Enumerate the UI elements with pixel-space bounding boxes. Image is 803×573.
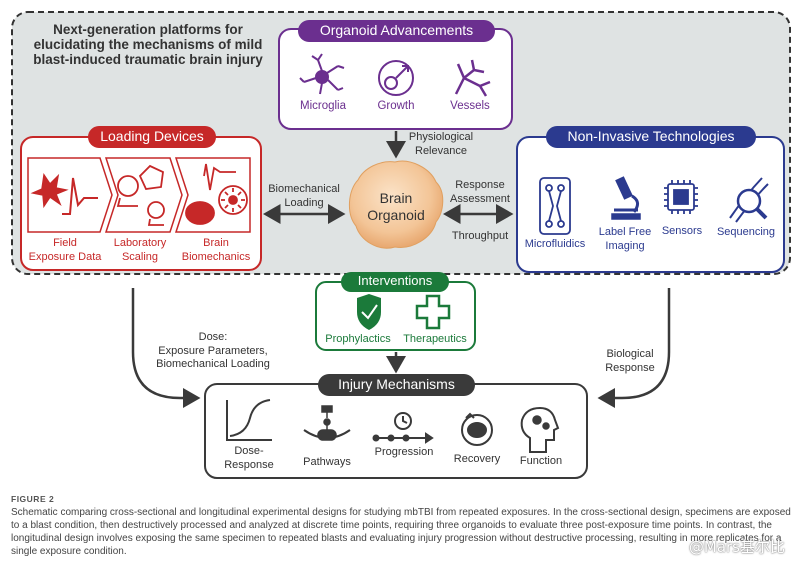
- physiological-relevance-label: Physiological Relevance: [408, 131, 474, 157]
- figure-label: FIGURE 2: [11, 494, 55, 504]
- dose-response-icon: [226, 399, 272, 441]
- sensors-label: Sensors: [661, 225, 703, 237]
- growth-icon: [378, 60, 414, 96]
- field-exposure-label: Field Exposure Data: [28, 237, 102, 263]
- response-assessment-label: Response Assessment: [450, 179, 510, 205]
- brain-organoid-label: Brain Organoid: [367, 190, 425, 223]
- biological-response-arrow: [597, 288, 671, 408]
- throughput-label: Throughput: [451, 230, 509, 242]
- dose-response-label: Dose- Response: [224, 445, 274, 471]
- therapeutics-label: Therapeutics: [403, 333, 467, 345]
- label-free-imaging-label: Label Free Imaging: [598, 226, 652, 252]
- biomechanical-loading-label: Biomechanical Loading: [268, 183, 340, 209]
- laboratory-scaling-label: Laboratory Scaling: [113, 237, 167, 263]
- function-icon: [520, 406, 560, 453]
- diagram-canvas: [11, 11, 791, 479]
- growth-label: Growth: [377, 100, 415, 112]
- pathways-icon: [303, 405, 351, 441]
- biological-response-label: Biological Response: [605, 348, 655, 374]
- loading-devices-title: Loading Devices: [100, 128, 204, 144]
- interventions-title: Interventions: [357, 273, 433, 288]
- caption-text: Schematic comparing cross-sectional and …: [11, 507, 791, 557]
- function-label: Function: [519, 455, 563, 467]
- vessels-icon: [454, 59, 491, 97]
- laboratory-scaling-icon: [116, 164, 165, 226]
- figure-caption: FIGURE 2 Schematic comparing cross-secti…: [11, 493, 793, 558]
- microscope-icon: [611, 176, 641, 220]
- watermark: @Mars基尔比: [688, 538, 785, 556]
- microfluidics-label: Microfluidics: [524, 238, 586, 250]
- microglia-icon: [299, 53, 345, 95]
- organoid-advancements-title-bar: [298, 20, 495, 42]
- non-invasive-title: Non-Invasive Technologies: [567, 128, 735, 144]
- shield-icon: [357, 294, 381, 330]
- microfluidics-icon: [539, 177, 571, 235]
- cross-icon: [415, 294, 451, 330]
- header-title: Next-generation platforms for elucidatin…: [33, 22, 263, 67]
- shield-check-icon: [361, 304, 378, 320]
- non-invasive-title-bar: [546, 126, 756, 148]
- brain-organoid-blob: [349, 160, 444, 249]
- brain-biomechanics-label: Brain Biomechanics: [181, 237, 251, 263]
- field-exposure-icon: [30, 172, 98, 215]
- loading-chevrons: [27, 157, 251, 233]
- injury-mechanisms-title: Injury Mechanisms: [338, 376, 455, 392]
- progression-label: Progression: [374, 446, 434, 458]
- loading-devices-title-bar: [88, 126, 216, 148]
- sensors-icon: [664, 180, 698, 214]
- vessels-label: Vessels: [450, 100, 490, 112]
- organoid-advancements-title: Organoid Advancements: [319, 22, 474, 38]
- recovery-label: Recovery: [453, 453, 501, 465]
- pathways-label: Pathways: [303, 456, 351, 468]
- dose-arrow: [131, 288, 201, 408]
- microglia-label: Microglia: [299, 100, 346, 112]
- brain-biomechanics-icon: [185, 163, 248, 225]
- recovery-icon: [461, 412, 493, 446]
- prophylactics-label: Prophylactics: [325, 333, 391, 345]
- sequencing-icon: [729, 177, 769, 223]
- dose-label: Dose: Exposure Parameters, Biomechanical…: [156, 331, 270, 370]
- sequencing-label: Sequencing: [716, 226, 776, 238]
- progression-icon: [372, 412, 434, 444]
- injury-mechanisms-title-bar: [318, 374, 475, 396]
- interventions-title-bar: [341, 272, 449, 292]
